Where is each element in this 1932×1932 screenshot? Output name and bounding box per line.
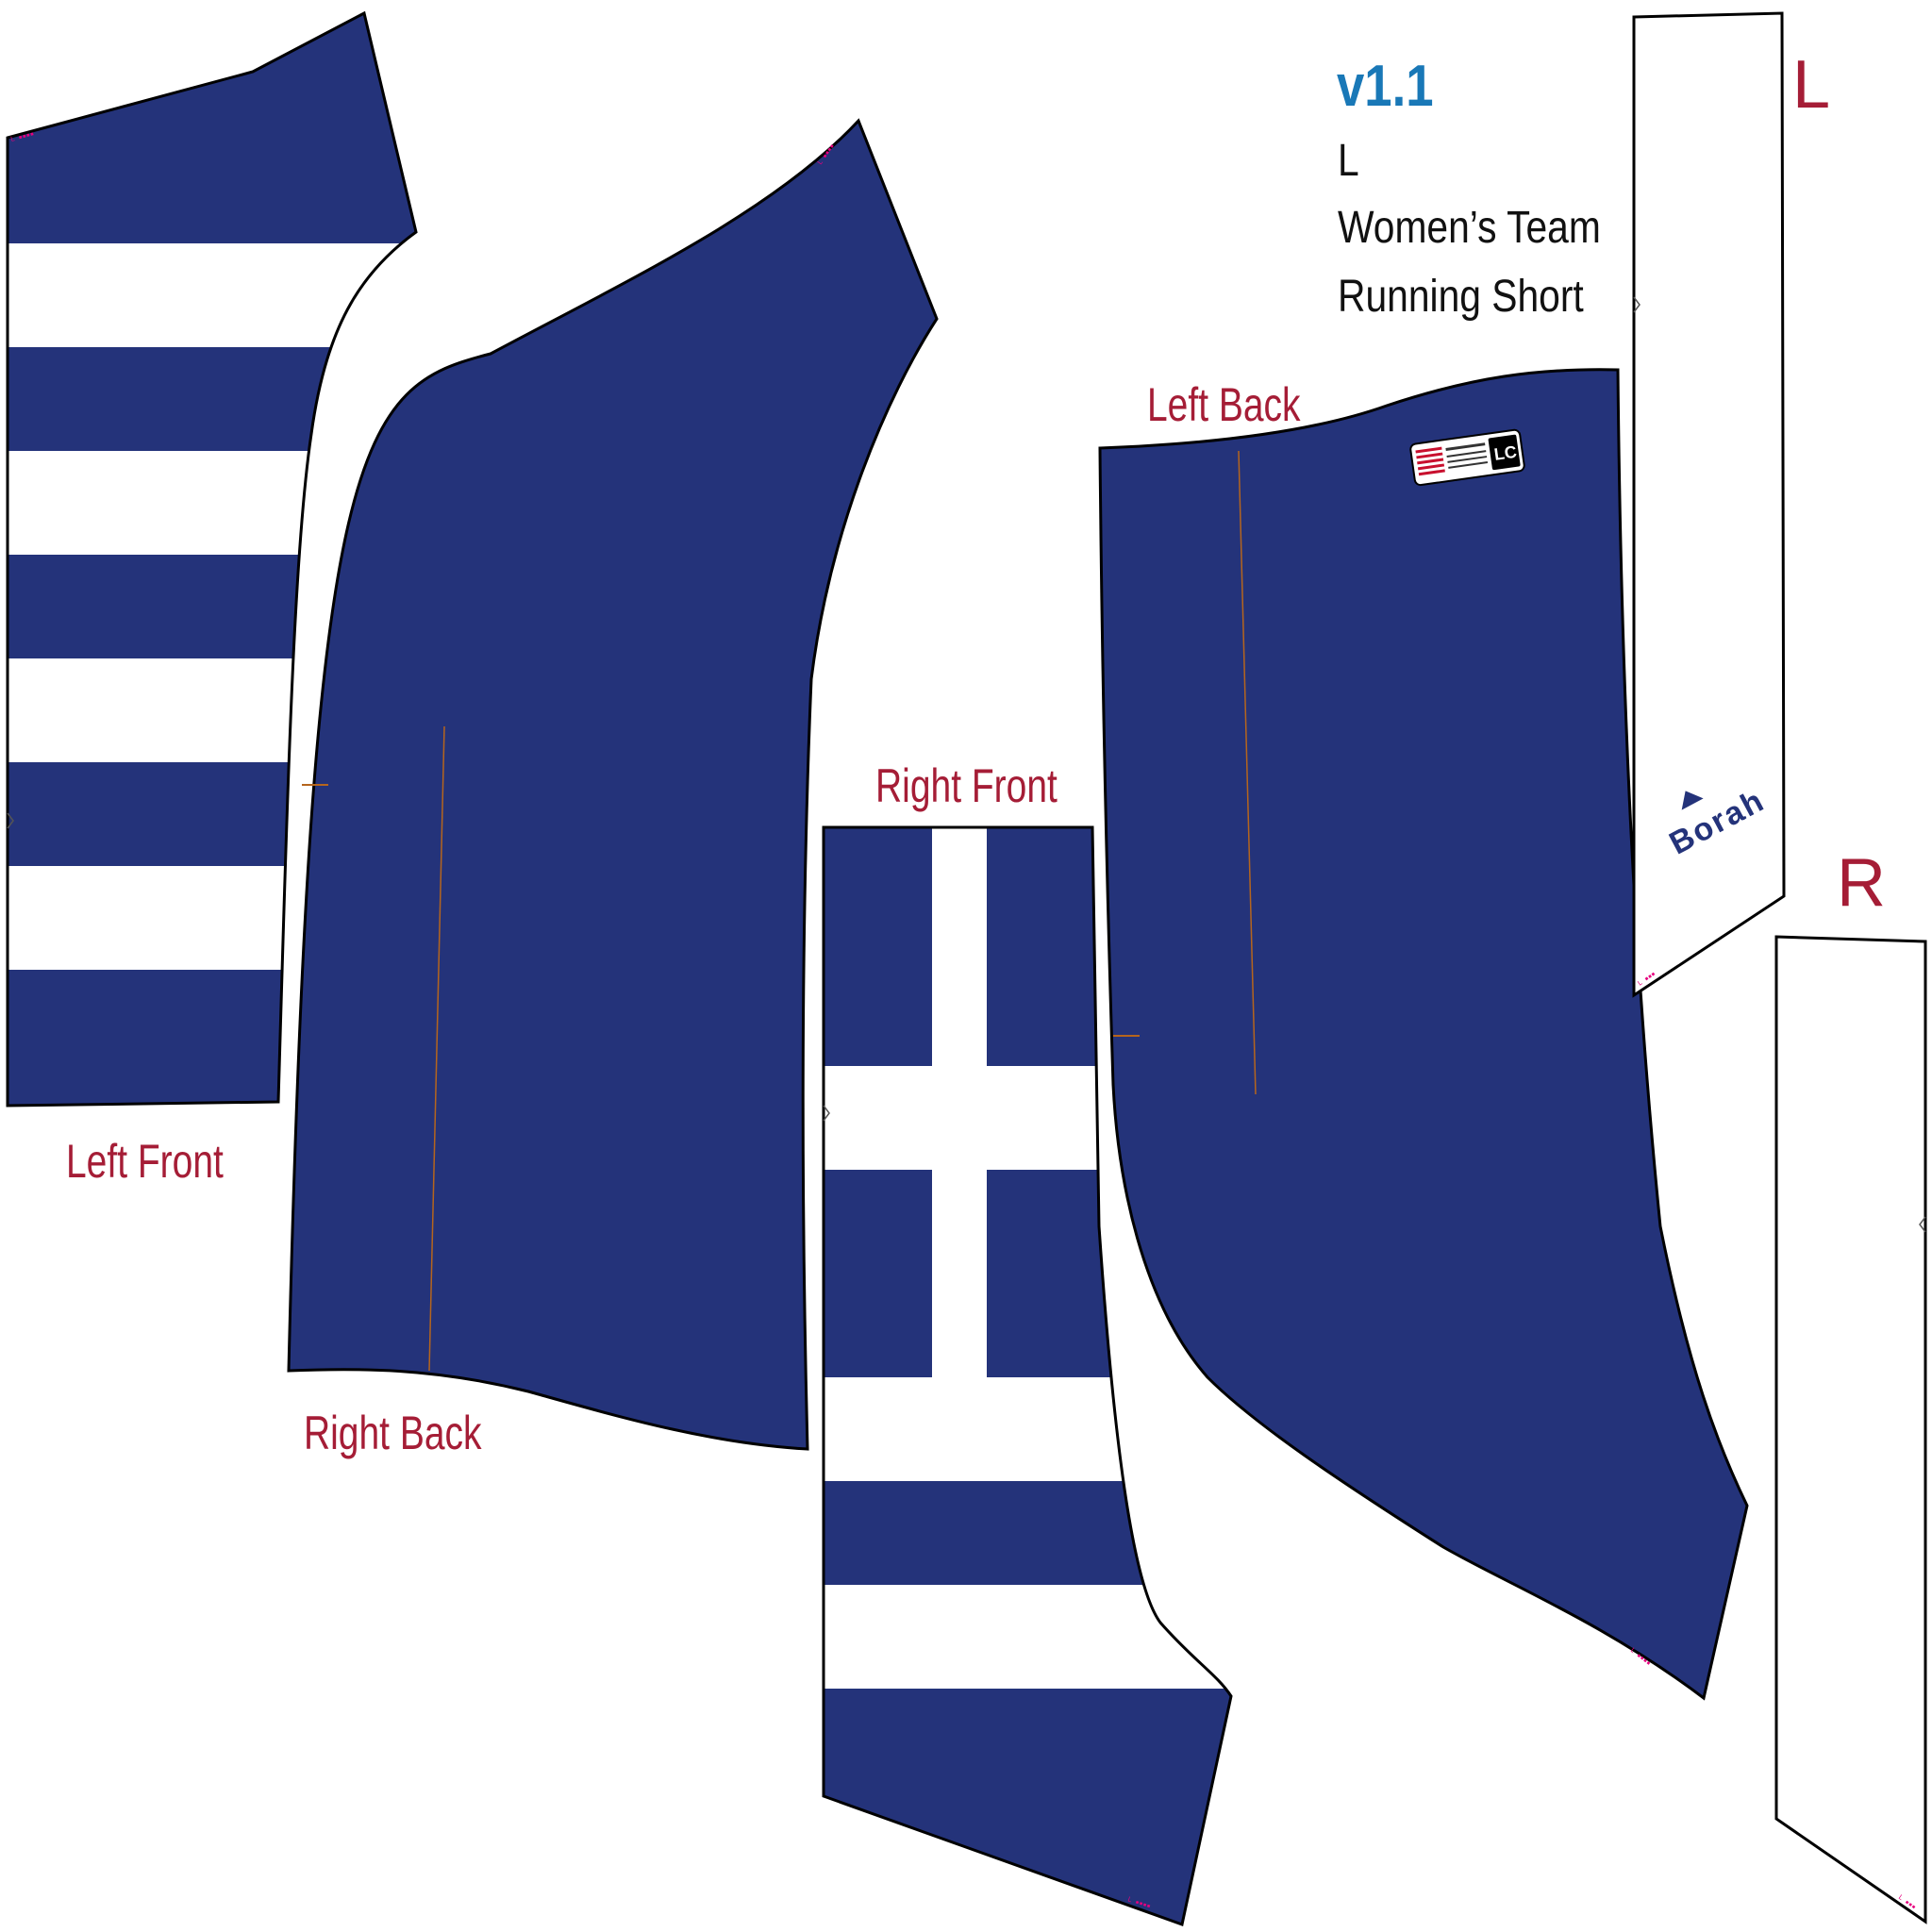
right-front-white-stripe xyxy=(824,1377,1231,1481)
grain-line xyxy=(428,725,445,1372)
right-front-vertical-bar xyxy=(932,827,987,1377)
right-front-white-stripe xyxy=(824,1585,1231,1689)
left-front-white-stripe xyxy=(8,243,416,347)
left-back-label: Left Back xyxy=(1147,377,1301,431)
us-flag-icon xyxy=(1415,446,1446,479)
notch-mark xyxy=(1633,296,1641,313)
left-back-piece: L ▪▪▪▪ LC xyxy=(1098,368,1749,1701)
svg-text:LC: LC xyxy=(1492,442,1518,464)
lc-logo-icon: LC xyxy=(1488,434,1521,471)
waistband-right-outline xyxy=(1774,935,1927,1924)
care-label-icon: LC xyxy=(1409,428,1525,487)
waistband-left-piece: L ▪▪▪ Borah xyxy=(1632,11,1786,998)
waistband-right-label: R xyxy=(1837,845,1886,921)
product-name-line1: Women’s Team xyxy=(1338,203,1601,253)
grain-line xyxy=(1238,450,1257,1095)
notch-mark xyxy=(7,812,14,829)
waistband-left-outline xyxy=(1632,11,1786,998)
left-back-outline xyxy=(1098,368,1749,1701)
version-label: v1.1 xyxy=(1337,54,1434,119)
left-front-outline xyxy=(6,10,418,1108)
size-label: L xyxy=(1338,136,1359,186)
right-back-piece: L ▪▪▪▪ xyxy=(287,118,939,1451)
notch-mark xyxy=(823,1105,830,1122)
right-back-outline xyxy=(287,118,939,1451)
product-name-line2: Running Short xyxy=(1338,272,1584,322)
notch-mark xyxy=(1919,1216,1926,1233)
right-back-label: Right Back xyxy=(304,1406,482,1459)
left-front-label: Left Front xyxy=(66,1134,224,1188)
waistband-right-piece: L ▪▪▪ xyxy=(1774,935,1927,1924)
mountain-peak-icon xyxy=(1681,791,1704,810)
info-block: v1.1 L Women’s Team Running Short xyxy=(1337,54,1601,322)
right-front-outline xyxy=(822,825,1233,1926)
right-front-label: Right Front xyxy=(875,758,1058,812)
waistband-left-label: L xyxy=(1792,47,1830,123)
